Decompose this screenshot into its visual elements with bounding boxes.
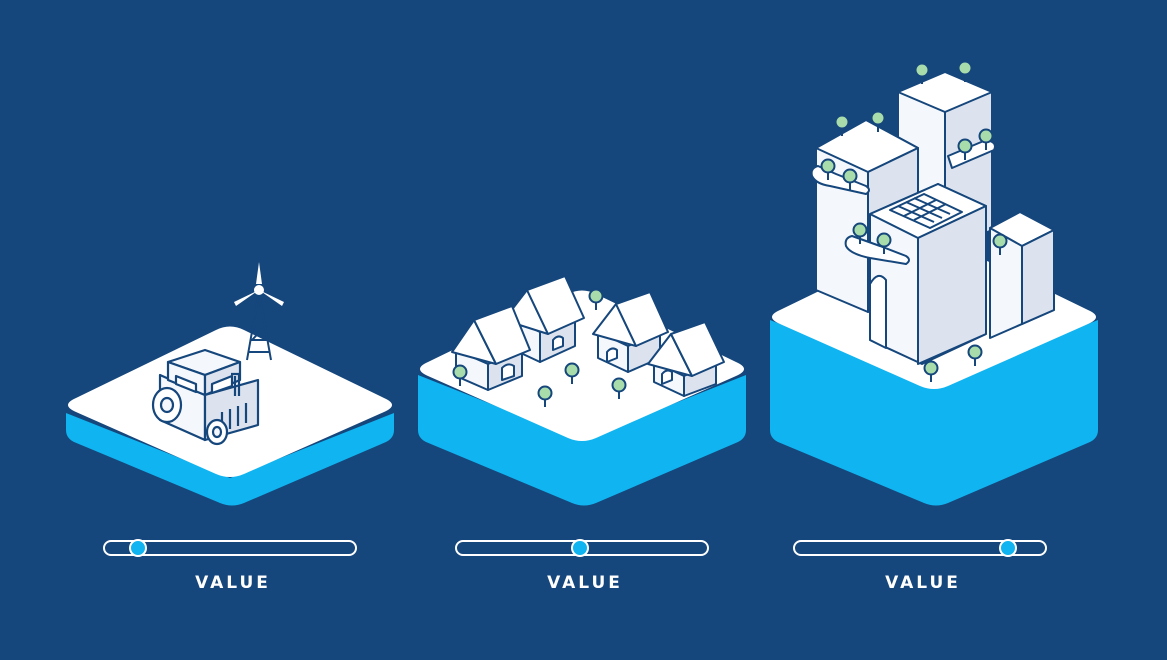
house [647,321,725,397]
city-scene [770,60,1098,506]
windmill [234,262,284,361]
tractor [151,348,260,446]
slider-thumb[interactable] [570,539,589,557]
house [592,291,669,373]
value-label-village: VALUE [547,573,623,593]
slider-thumb[interactable] [128,539,147,557]
value-label-city: VALUE [885,573,961,593]
value-slider-farm[interactable] [103,539,357,557]
value-slider-village[interactable] [455,539,709,557]
slider-thumb[interactable] [998,539,1017,557]
house [503,275,585,363]
village-platform [418,290,746,506]
value-label-farm: VALUE [195,573,271,593]
value-slider-city[interactable] [793,539,1047,557]
village-scene [418,275,746,506]
house [451,305,531,391]
farm-scene [66,262,394,506]
